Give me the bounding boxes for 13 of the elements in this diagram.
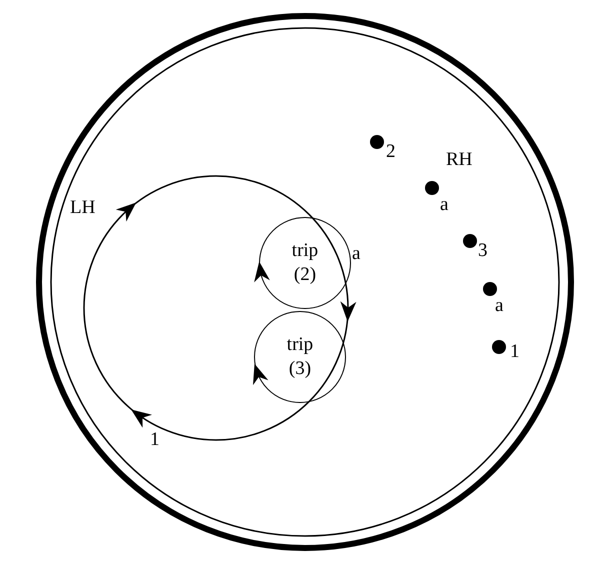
point-label: a (495, 296, 504, 315)
circle-label: trip (3) (286, 333, 314, 381)
path-label: a (352, 244, 360, 263)
point-label: a (440, 195, 448, 214)
side-label: RH (446, 150, 472, 169)
point-label: 3 (478, 241, 488, 260)
circle-label: trip (2) (290, 239, 320, 287)
side-label: LH (70, 198, 96, 217)
outer-ring (35, 12, 575, 552)
point-label: 2 (386, 142, 396, 161)
trip-circle (254, 311, 346, 403)
point-label: 1 (510, 342, 520, 361)
path-label: 1 (150, 430, 160, 449)
